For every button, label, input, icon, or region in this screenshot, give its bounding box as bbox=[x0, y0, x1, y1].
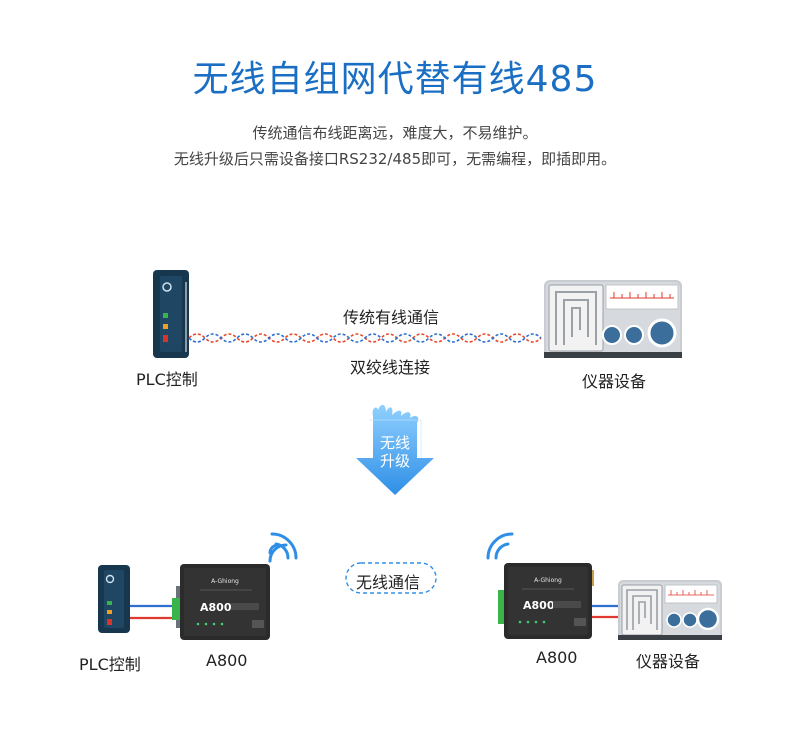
device-right-face-text: A800 bbox=[523, 599, 555, 612]
plc-label-bottom: PLC控制 bbox=[79, 655, 141, 674]
subtitle-line-2: 无线升级后只需设备接口RS232/485即可，无需编程，即插即用。 bbox=[173, 150, 617, 168]
wire-pair-left bbox=[130, 604, 177, 620]
upgrade-badge-text: 无线 升级 bbox=[373, 434, 417, 470]
twisted-pair-cable bbox=[188, 333, 542, 343]
wifi-signal-icon-left bbox=[268, 532, 298, 563]
instrument-label-bottom: 仪器设备 bbox=[636, 652, 701, 671]
upgrade-badge-line-2: 升级 bbox=[379, 452, 410, 470]
wifi-signal-icon-right bbox=[486, 532, 514, 560]
plc-label-top: PLC控制 bbox=[136, 370, 198, 389]
instrument-device-bottom bbox=[618, 580, 722, 640]
cable-top-label: 传统有线通信 bbox=[343, 308, 440, 327]
subtitle-line-1: 传统通信布线距离远，难度大，不易维护。 bbox=[252, 124, 538, 142]
upgrade-arrow-icon bbox=[356, 404, 434, 495]
device-left-face-text: A800 bbox=[200, 601, 232, 614]
device-left-brand: A-Ghiong bbox=[211, 578, 239, 585]
instrument-device-top bbox=[544, 280, 682, 358]
wireless-communication-link bbox=[345, 562, 437, 594]
cable-bottom-label: 双绞线连接 bbox=[350, 358, 431, 377]
device-right-brand: A-Ghiong bbox=[534, 577, 562, 584]
wire-pair-right bbox=[592, 604, 620, 619]
page-title: 无线自组网代替有线485 bbox=[192, 59, 598, 100]
plc-controller-bottom bbox=[98, 565, 130, 633]
device-right-label: A800 bbox=[536, 648, 578, 667]
wireless-communication-label: 无线通信 bbox=[356, 573, 421, 592]
instrument-label-top: 仪器设备 bbox=[582, 372, 647, 391]
device-left-label: A800 bbox=[206, 651, 248, 670]
upgrade-badge-line-1: 无线 bbox=[379, 434, 410, 452]
a800-device-right: A-Ghiong A800 bbox=[498, 563, 594, 639]
plc-controller-top bbox=[153, 270, 189, 358]
a800-device-left: A-Ghiong A800 bbox=[172, 564, 270, 640]
